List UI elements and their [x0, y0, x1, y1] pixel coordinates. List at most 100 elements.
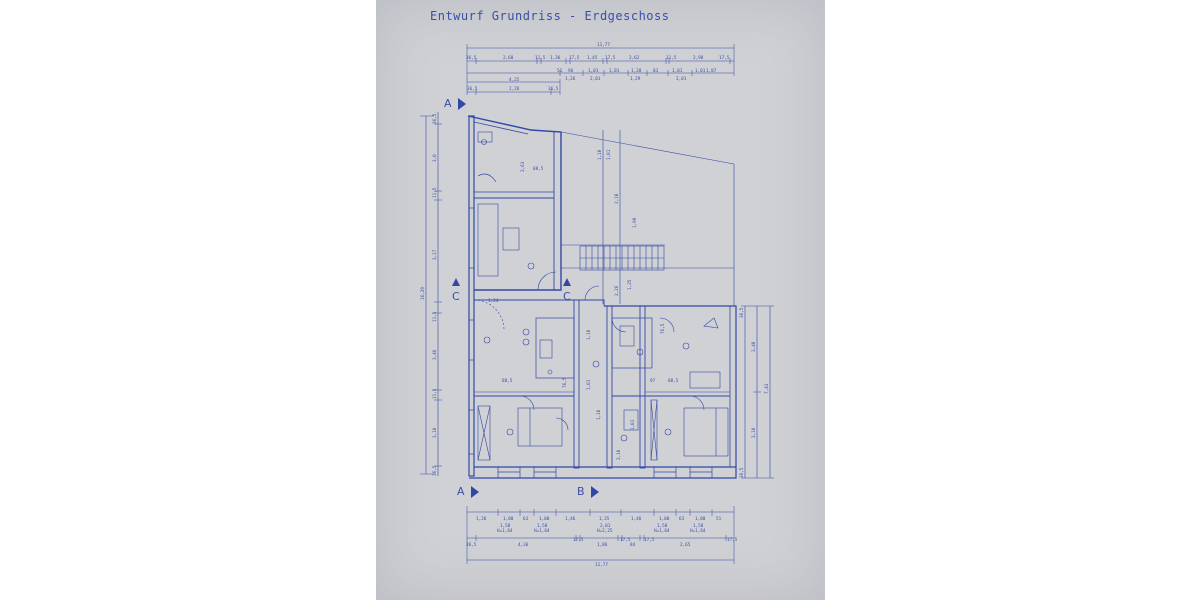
room-fixtures	[473, 131, 729, 461]
svg-text:1,01: 1,01	[672, 68, 683, 74]
svg-text:88,5: 88,5	[668, 378, 679, 384]
svg-text:1,24: 1,24	[488, 298, 499, 304]
svg-text:1,00: 1,00	[539, 516, 550, 522]
svg-text:H=1,64: H=1,64	[690, 528, 706, 534]
room-labels: 2,63 88,5 1,24 88,5 97 88,5 76,5 76,5 2,…	[488, 149, 679, 388]
svg-text:36,5: 36,5	[466, 542, 477, 548]
svg-text:17,5: 17,5	[569, 55, 580, 61]
svg-text:4,25: 4,25	[509, 77, 520, 83]
svg-text:1,01: 1,01	[606, 149, 612, 160]
left-exterior-wall	[468, 115, 475, 477]
svg-text:3,10: 3,10	[432, 427, 438, 438]
svg-text:H=1,64: H=1,64	[534, 528, 550, 534]
svg-text:1,26: 1,26	[565, 76, 576, 82]
svg-text:51: 51	[557, 68, 563, 74]
svg-text:1,01: 1,01	[695, 68, 706, 74]
svg-text:97: 97	[650, 378, 656, 384]
svg-text:1,01: 1,01	[588, 68, 599, 74]
bottom-total-dimension: 11,77	[595, 562, 608, 568]
section-a-bottom-label: A	[457, 485, 465, 498]
svg-text:2,62: 2,62	[629, 55, 640, 61]
left-dimension-chains	[420, 112, 442, 476]
svg-text:7,43: 7,43	[764, 383, 770, 394]
staircase	[579, 245, 665, 271]
svg-text:36,5: 36,5	[548, 86, 559, 92]
svg-text:84: 84	[630, 542, 636, 548]
bottom-dimension-chains	[466, 506, 735, 564]
section-a-bottom-arrow	[471, 486, 479, 498]
svg-text:11,5: 11,5	[432, 388, 438, 399]
svg-text:36,5: 36,5	[467, 86, 478, 92]
svg-text:2,26: 2,26	[614, 285, 620, 296]
svg-text:3,0: 3,0	[432, 154, 438, 162]
svg-text:2,63: 2,63	[520, 161, 526, 172]
terrace-guides	[560, 130, 735, 306]
svg-text:3,46: 3,46	[432, 349, 438, 360]
section-a-top-arrow	[458, 98, 466, 110]
svg-text:88,5: 88,5	[533, 166, 544, 172]
top-dimension-labels: 11,77 36,5 2,68 11,5 1,36 17,5 1,45 17,5…	[466, 42, 730, 92]
top-dimension-chains	[466, 44, 735, 95]
svg-text:63: 63	[523, 516, 529, 522]
svg-text:17,5: 17,5	[605, 55, 616, 61]
svg-text:51: 51	[716, 516, 722, 522]
svg-text:1,86: 1,86	[597, 542, 608, 548]
svg-text:1,99: 1,99	[632, 217, 638, 228]
svg-text:4,36: 4,36	[518, 542, 529, 548]
svg-text:1,26: 1,26	[476, 516, 487, 522]
svg-text:16,29: 16,29	[420, 287, 426, 300]
svg-text:2,65: 2,65	[680, 542, 691, 548]
svg-text:1,00: 1,00	[503, 516, 514, 522]
svg-text:36,5: 36,5	[432, 113, 438, 124]
svg-text:1,45: 1,45	[587, 55, 598, 61]
svg-text:76,5: 76,5	[660, 323, 666, 334]
svg-text:2,10: 2,10	[614, 193, 620, 204]
bottom-exterior-wall	[469, 466, 737, 479]
svg-text:1,58: 1,58	[537, 523, 548, 529]
left-dimension-labels: 16,29 36,5 3,10 11,5 3,46 11,5 3,17 11,5…	[420, 113, 438, 476]
svg-text:17,5: 17,5	[719, 55, 730, 61]
svg-text:1,58: 1,58	[693, 523, 704, 529]
svg-text:2,68: 2,68	[503, 55, 514, 61]
svg-text:1,10: 1,10	[597, 149, 603, 160]
section-c-left-arrow	[452, 278, 460, 286]
svg-text:11,5: 11,5	[666, 55, 677, 61]
svg-text:2,01: 2,01	[676, 76, 687, 82]
svg-text:1,25: 1,25	[627, 279, 633, 290]
svg-text:1,10: 1,10	[586, 329, 592, 340]
svg-text:H=2,25: H=2,25	[597, 528, 613, 534]
svg-text:1,00: 1,00	[659, 516, 670, 522]
svg-text:11,5: 11,5	[432, 187, 438, 198]
svg-text:11,5: 11,5	[535, 55, 546, 61]
svg-text:1,20: 1,20	[631, 68, 642, 74]
svg-text:1,29: 1,29	[630, 76, 641, 82]
section-a-top-label: A	[444, 97, 452, 110]
section-c-right-label: C	[563, 290, 571, 303]
svg-text:2,98: 2,98	[693, 55, 704, 61]
svg-text:36,5: 36,5	[466, 55, 477, 61]
svg-text:17,5: 17,5	[620, 537, 631, 543]
interior-walls	[474, 299, 730, 469]
right-dimension-labels: 3,48 7,43 36,5 3,10 36,5	[739, 307, 770, 478]
section-b-arrow	[591, 486, 599, 498]
svg-text:11,5: 11,5	[432, 311, 438, 322]
svg-text:36,5: 36,5	[739, 467, 745, 478]
svg-text:H=1,64: H=1,64	[654, 528, 670, 534]
svg-text:3,48: 3,48	[751, 341, 757, 352]
svg-text:76,5: 76,5	[562, 377, 568, 388]
svg-text:1,01: 1,01	[630, 419, 636, 430]
section-b-label: B	[577, 485, 585, 498]
svg-text:1,01: 1,01	[586, 379, 592, 390]
top-total-dimension: 11,77	[597, 42, 610, 48]
drawing-title: Entwurf Grundriss - Erdgeschoss	[430, 9, 670, 23]
svg-text:96: 96	[568, 68, 574, 74]
svg-text:1,58: 1,58	[500, 523, 511, 529]
section-c-right-arrow	[563, 278, 571, 286]
svg-text:2,01: 2,01	[600, 523, 611, 529]
outer-walls	[467, 115, 737, 479]
bottom-dimension-labels: 1,26 1,00 63 1,00 1,46 1,35 1,46 1,00 63…	[466, 516, 738, 568]
svg-text:2,26: 2,26	[509, 86, 520, 92]
svg-text:1,35: 1,35	[599, 516, 610, 522]
svg-text:2,01: 2,01	[590, 76, 601, 82]
